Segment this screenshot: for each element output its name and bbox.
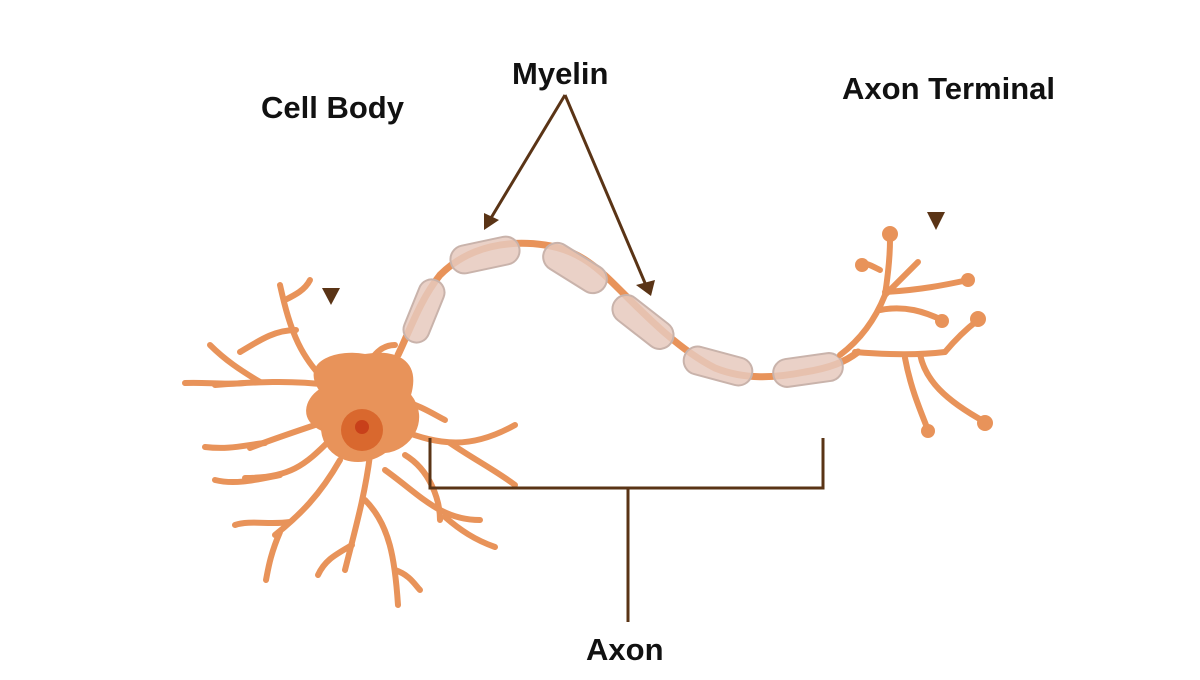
myelin-sheaths [402,235,844,388]
myelin-segment [611,294,675,350]
myelin-arrows [484,94,655,296]
terminal-bouton [977,415,993,431]
myelin-segment [449,235,521,275]
myelin-segment [682,345,754,387]
axon-terminal-label: Axon Terminal [842,71,1056,106]
axon-bracket [428,438,825,622]
terminal-bouton [935,314,949,328]
nucleolus [355,420,369,434]
terminal-bouton [921,424,935,438]
myelin-segment [772,352,844,388]
terminal-bouton [882,226,898,242]
cell-body-arrow [322,140,340,305]
axon-terminal-arrow [927,105,945,230]
myelin-segment [542,241,608,295]
terminal-buttons [855,226,993,438]
axon-label: Axon [586,632,664,667]
myelin-segment [402,278,446,344]
terminal-bouton [961,273,975,287]
terminal-bouton [855,258,869,272]
terminal-bouton [970,311,986,327]
cell-body-label: Cell Body [261,90,404,125]
myelin-label: Myelin [512,56,609,91]
cell-body [182,277,518,608]
